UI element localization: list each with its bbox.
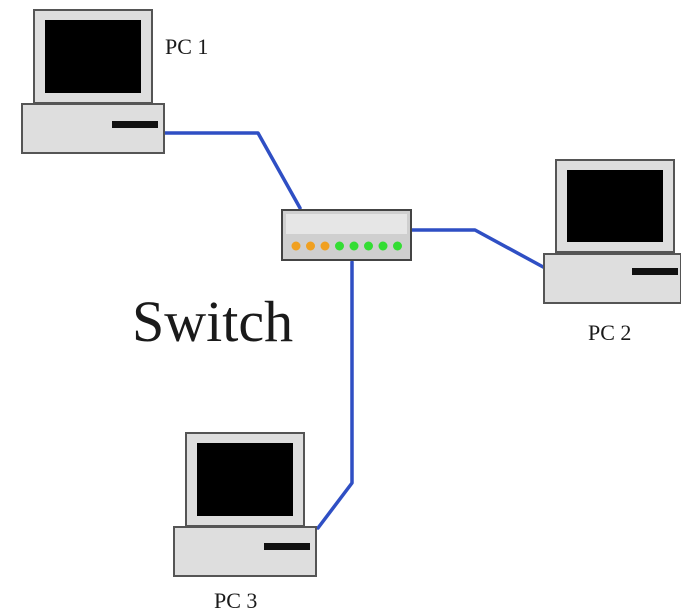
switch-led-green bbox=[393, 241, 402, 251]
cable-switch-pc3 bbox=[316, 260, 354, 530]
pc2-computer-icon bbox=[543, 159, 681, 304]
pc1-computer-icon bbox=[21, 9, 165, 154]
switch-led-green bbox=[349, 241, 359, 251]
switch-label: Switch bbox=[132, 289, 294, 354]
switch-led-green bbox=[364, 241, 373, 251]
pc1-label: PC 1 bbox=[165, 34, 209, 59]
switch-led-green bbox=[378, 241, 388, 251]
switch-led-green bbox=[335, 241, 344, 251]
switch-led-orange bbox=[306, 241, 315, 251]
switch-device-icon bbox=[281, 209, 412, 261]
cable-switch-pc2 bbox=[408, 228, 547, 270]
cables bbox=[161, 131, 547, 530]
pc3-computer-icon bbox=[173, 432, 317, 577]
pc2-label: PC 2 bbox=[588, 320, 632, 345]
switch-led-orange bbox=[320, 241, 330, 251]
switch-led-orange bbox=[291, 241, 301, 251]
cable-pc1-switch bbox=[161, 131, 302, 210]
pc3-label: PC 3 bbox=[214, 588, 258, 613]
switch-leds bbox=[291, 241, 402, 251]
